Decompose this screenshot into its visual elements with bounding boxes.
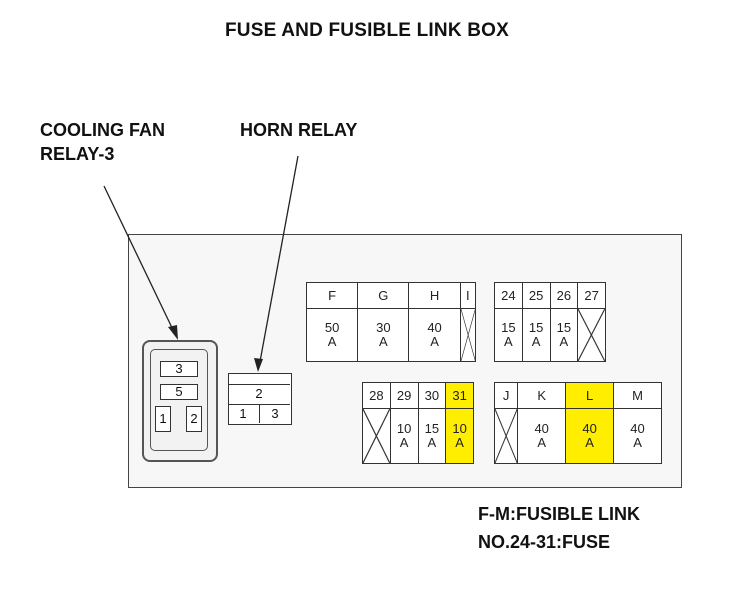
empty-slot-cross-icon [495, 409, 518, 463]
rating-value: 30 [376, 320, 391, 335]
rating-value: 40 [582, 421, 597, 436]
diagram-title: FUSE AND FUSIBLE LINK BOX [224, 20, 510, 41]
legend: F-M:FUSIBLE LINK NO.24-31:FUSE [478, 500, 640, 556]
fuse-label-24: 24 [494, 282, 523, 309]
cooling-fan-relay-body [150, 349, 208, 451]
rating-unit: A [399, 435, 409, 450]
empty-slot-cross-icon [578, 309, 605, 361]
fuse-empty-slot-27 [577, 308, 606, 362]
cooling-fan-relay-pin-5: 5 [160, 384, 198, 400]
legend-fusible-link: F-M:FUSIBLE LINK [478, 504, 640, 524]
rating-unit: A [455, 435, 464, 450]
cooling-fan-relay-callout: COOLING FAN RELAY-3 [40, 118, 165, 166]
rating-unit: A [537, 435, 547, 450]
fuse-empty-slot-28 [362, 408, 391, 464]
horn-relay-pin-1: 1 [239, 406, 247, 421]
rating-unit: A [378, 334, 388, 349]
fuse-label-28: 28 [362, 382, 391, 409]
horn-relay-pin-2: 2 [228, 384, 290, 405]
horn-relay-leader-line [258, 155, 299, 368]
cooling-fan-arrowhead-icon [168, 325, 178, 340]
cooling-fan-relay-pin-1: 1 [155, 406, 171, 432]
cooling-fan-callout-line1: COOLING FAN [40, 120, 165, 140]
rating-value: 10 [396, 421, 412, 436]
fuse-label-27: 27 [577, 282, 606, 309]
rating-value: 15 [528, 320, 544, 335]
cooling-fan-relay-pin-2: 2 [186, 406, 202, 432]
rating-value: 50 [324, 320, 340, 335]
fuse-label-26: 26 [549, 282, 579, 309]
rating-value: 15 [501, 320, 516, 335]
empty-slot-cross-icon [460, 309, 475, 361]
horn-relay-callout: HORN RELAY [240, 120, 358, 140]
rating-value: 40 [534, 421, 549, 436]
cooling-fan-leader-line [103, 185, 176, 335]
rating-unit: A [430, 334, 439, 349]
rating-value: 10 [452, 421, 467, 436]
rating-value: 15 [556, 320, 572, 335]
fusible-link-empty-slot-j [493, 408, 519, 464]
rating-unit: A [327, 334, 337, 349]
fusible-link-empty-slot-i [459, 308, 477, 362]
rating-unit: A [427, 435, 437, 450]
fuse-label-31-highlighted: 31 [445, 382, 474, 409]
horn-relay-pin-3: 3 [259, 405, 290, 423]
horn-relay-housing [228, 373, 292, 425]
rating-value: 40 [630, 421, 645, 436]
cooling-fan-relay-housing [142, 340, 218, 462]
cooling-fan-relay-pin-3: 3 [160, 361, 198, 377]
horn-relay-arrowhead-icon [254, 358, 263, 372]
rating-unit: A [504, 334, 513, 349]
empty-slot-cross-icon [363, 409, 390, 463]
legend-fuse: NO.24-31:FUSE [478, 532, 611, 552]
rating-unit: A [633, 435, 642, 450]
rating-unit: A [531, 334, 541, 349]
rating-unit: A [559, 334, 569, 349]
cooling-fan-callout-line2: RELAY-3 [40, 144, 115, 164]
rating-value: 40 [427, 320, 442, 335]
fusible-link-label-m: M [613, 382, 662, 409]
rating-unit: A [585, 435, 594, 450]
rating-value: 15 [424, 421, 440, 436]
fusible-link-label-l-highlighted: L [565, 382, 615, 409]
